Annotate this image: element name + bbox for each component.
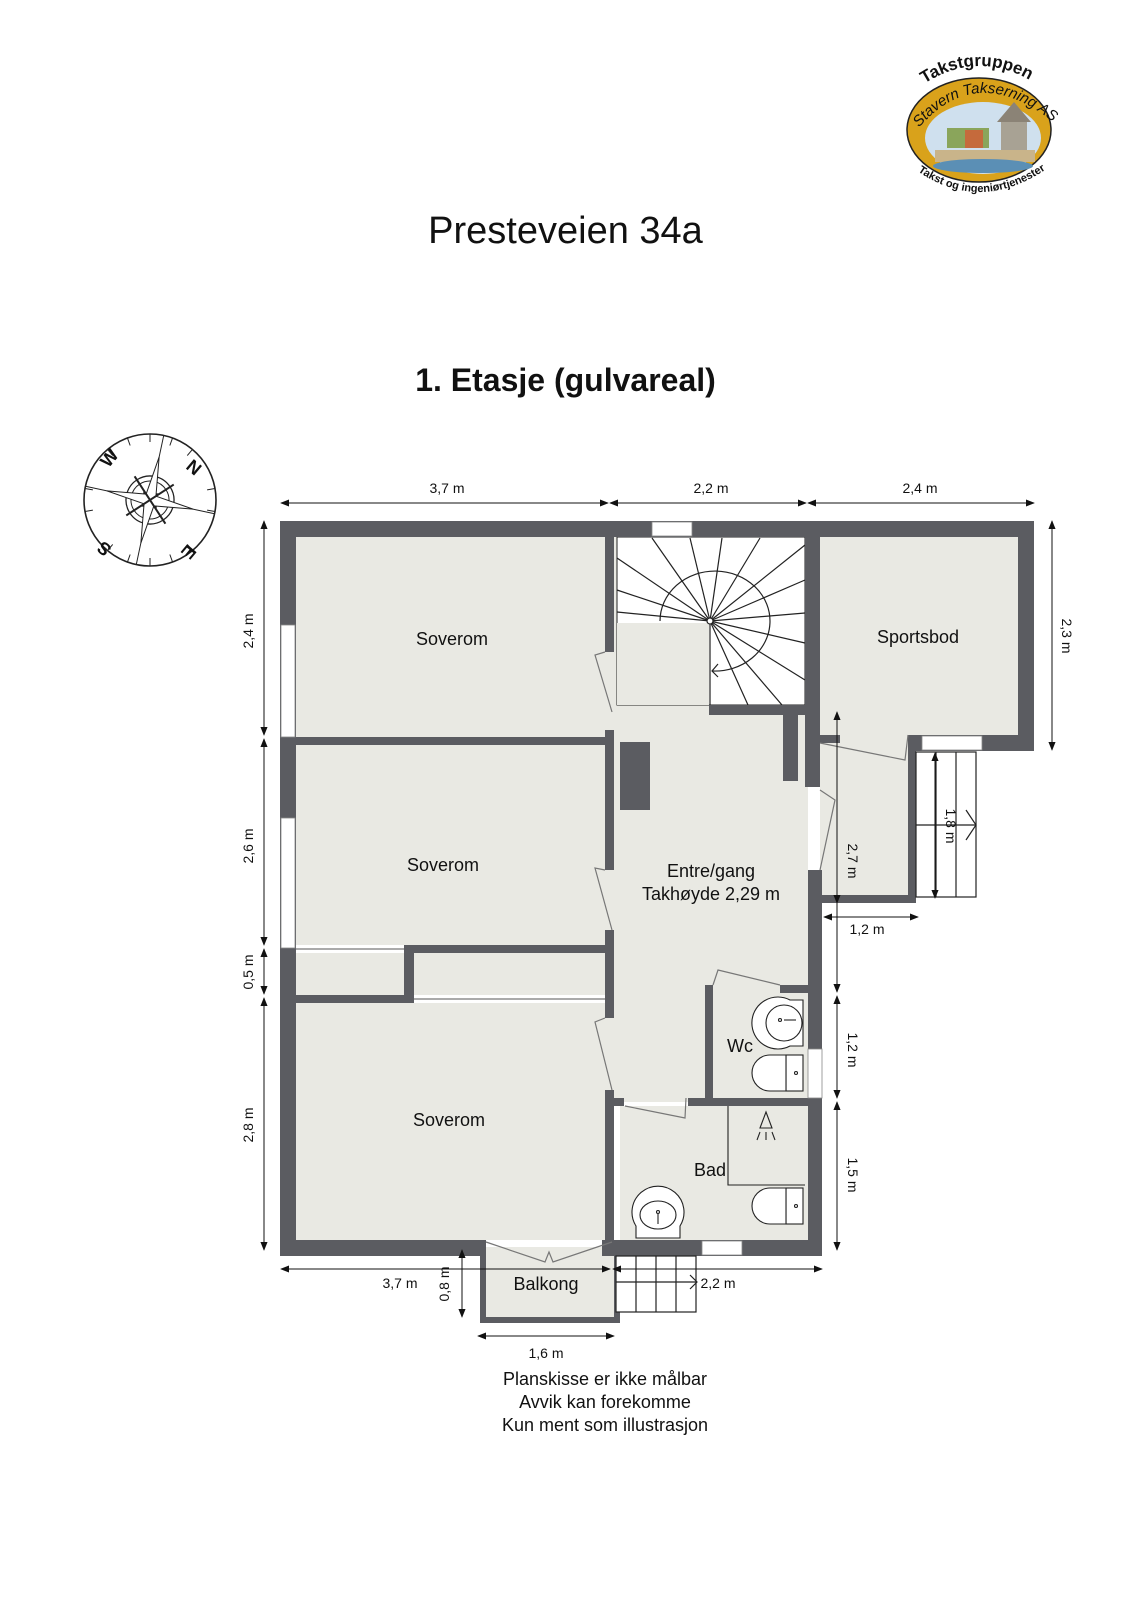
toilet-icon <box>751 1187 804 1225</box>
dim-left-3: 0,5 m <box>240 954 256 989</box>
dim-right-sportsbod: 2,3 m <box>1059 618 1075 653</box>
dimension-lines <box>260 499 1056 1340</box>
disclaimer-line-3: Kun ment som illustrasjon <box>501 1415 709 1435</box>
disclaimer: Planskisse er ikke målbar Avvik kan fore… <box>440 1368 770 1437</box>
page-title: Presteveien 34a <box>428 210 703 252</box>
dim-left-4: 2,8 m <box>240 1107 256 1142</box>
toilet-icon <box>751 1054 804 1092</box>
floor-subtitle: 1. Etasje (gulvareal) <box>415 362 716 398</box>
room-label-wc: Wc <box>727 1036 753 1056</box>
dim-right-wc: 1,2 m <box>845 1032 861 1067</box>
doors <box>296 651 909 1263</box>
room-label-soverom-3: Soverom <box>413 1110 485 1130</box>
dim-balkong-width: 1,6 m <box>528 1345 563 1361</box>
room-label-sportsbod: Sportsbod <box>877 627 959 647</box>
dim-stair-length: 1,8 m <box>943 808 959 843</box>
room-label-takhoyde: Takhøyde 2,29 m <box>642 884 780 904</box>
outside-stairs-south <box>615 1255 698 1313</box>
spiral-stair <box>616 537 806 706</box>
outside-stairs-east <box>915 751 977 898</box>
dim-entry-height: 2,7 m <box>845 843 861 878</box>
room-label-bad: Bad <box>694 1160 726 1180</box>
windows <box>280 521 983 1256</box>
dim-top-3: 2,4 m <box>902 480 937 496</box>
shower-icon <box>727 1106 805 1186</box>
dim-bottom-right: 2,2 m <box>700 1275 735 1291</box>
compass-rose-icon: N W S E <box>83 433 217 567</box>
dimension-labels: 3,7 m 2,2 m 2,4 m 2,4 m 2,6 m 0,5 m 2,8 … <box>240 480 1075 1361</box>
room-label-balkong: Balkong <box>513 1274 578 1294</box>
dim-balkong-depth: 0,8 m <box>436 1266 452 1301</box>
walls <box>280 521 1034 1323</box>
sink-icon <box>631 1185 685 1239</box>
dim-top-2: 2,2 m <box>693 480 728 496</box>
room-label-soverom-2: Soverom <box>407 855 479 875</box>
takstgruppen-logo: Takstgruppen Stavern Takserning AS Takst… <box>906 51 1061 195</box>
sink-icon <box>751 996 804 1050</box>
disclaimer-line-1: Planskisse er ikke målbar <box>502 1369 708 1389</box>
room-label-entre: Entre/gang <box>667 861 755 881</box>
dim-bottom-left: 3,7 m <box>382 1275 417 1291</box>
bathroom-fixtures <box>631 996 805 1239</box>
dim-entry-width: 1,2 m <box>849 921 884 937</box>
dim-top-1: 3,7 m <box>429 480 464 496</box>
dim-right-bad: 1,5 m <box>845 1157 861 1192</box>
room-label-soverom-1: Soverom <box>416 629 488 649</box>
dim-left-2: 2,6 m <box>240 828 256 863</box>
disclaimer-line-2: Avvik kan forekomme <box>519 1392 691 1412</box>
room-labels: Soverom Soverom Soverom Sportsbod Entre/… <box>407 627 959 1294</box>
dim-left-1: 2,4 m <box>240 613 256 648</box>
